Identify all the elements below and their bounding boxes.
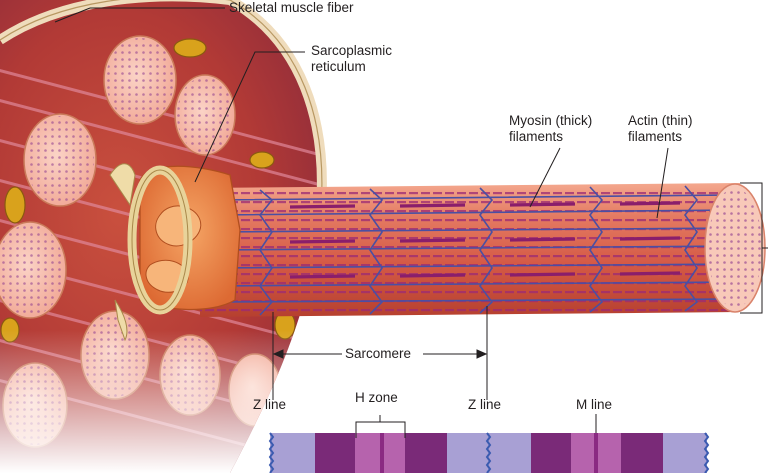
label-sarcomere: Sarcomere — [345, 346, 412, 361]
i-band-left — [270, 433, 315, 473]
z-line-middle — [485, 432, 492, 473]
z-line-right — [703, 432, 710, 473]
m-line-band — [594, 433, 598, 473]
sarcoplasmic-reticulum — [109, 163, 241, 342]
a-band-right-2 — [621, 433, 663, 473]
myofibril — [200, 182, 768, 317]
myosin-filaments — [289, 201, 681, 279]
actin-network — [214, 185, 736, 316]
label-skeletal-muscle-fiber: Skeletal muscle fiber — [229, 0, 354, 15]
i-band-right — [663, 433, 707, 473]
label-sarcoplasmic-reticulum: Sarcoplasmic reticulum — [311, 43, 393, 74]
a-band-left-2 — [405, 433, 447, 473]
label-z-line-right: Z line — [468, 397, 502, 412]
label-m-line: M line — [576, 397, 613, 412]
label-myosin-filaments: Myosin (thick) filaments — [509, 113, 593, 144]
h-zone-bracket — [355, 415, 406, 438]
a-band-left — [315, 433, 355, 473]
label-h-zone: H zone — [355, 390, 398, 405]
m-line-band-left — [380, 433, 384, 473]
leader-lines — [54, 7, 669, 219]
label-actin-filaments: Actin (thin) filaments — [628, 113, 693, 144]
sarcomere-bands — [268, 414, 710, 473]
sarcomere-arrow — [272, 306, 488, 400]
a-band-right — [531, 433, 571, 473]
z-line-left — [268, 432, 275, 473]
label-z-line-left: Z line — [253, 397, 287, 412]
